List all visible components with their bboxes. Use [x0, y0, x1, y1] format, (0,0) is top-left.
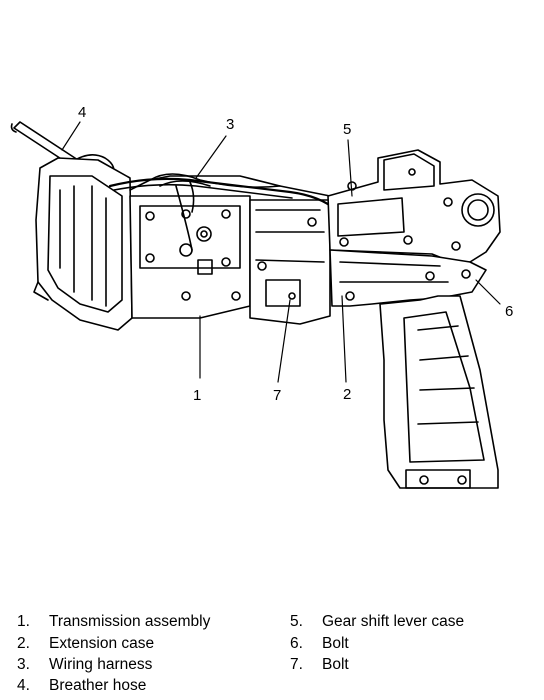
- legend: 1. Transmission assembly 2. Extension case…: [0, 610, 544, 700]
- legend-item-4: 4. Breather hose: [17, 677, 146, 695]
- callout-5: 5: [343, 121, 352, 138]
- gear-shift-lever-case: [327, 149, 501, 263]
- legend-label: Gear shift lever case: [322, 613, 465, 630]
- legend-number: 2.: [17, 635, 30, 652]
- legend-item-3: 3. Wiring harness: [17, 656, 152, 674]
- transmission-drawing: [10, 121, 501, 489]
- legend-number: 1.: [17, 613, 30, 630]
- transmission-body: [129, 173, 331, 325]
- legend-item-7: 7. Bolt: [290, 656, 349, 674]
- wiring-harness: [108, 177, 338, 251]
- legend-label: Bolt: [322, 635, 349, 652]
- legend-label: Transmission assembly: [49, 613, 211, 630]
- callout-4: 4: [78, 104, 87, 121]
- legend-label: Breather hose: [49, 677, 147, 694]
- legend-number: 4.: [17, 677, 30, 694]
- legend-item-5: 5. Gear shift lever case: [290, 613, 464, 631]
- legend-label: Bolt: [322, 656, 349, 673]
- callout-2: 2: [343, 386, 352, 403]
- legend-label: Wiring harness: [49, 656, 153, 673]
- legend-number: 3.: [17, 656, 30, 673]
- leader-lines: [61, 121, 501, 383]
- callout-7: 7: [273, 387, 282, 404]
- legend-item-6: 6. Bolt: [290, 635, 349, 653]
- transmission-diagram: 1 2 3 4 5 6 7: [10, 104, 514, 489]
- callout-1: 1: [193, 387, 202, 404]
- callout-6: 6: [505, 303, 514, 320]
- legend-item-2: 2. Extension case: [17, 635, 154, 653]
- legend-number: 7.: [290, 656, 303, 673]
- rear-support: [379, 295, 499, 489]
- legend-item-1: 1. Transmission assembly: [17, 613, 210, 631]
- callout-3: 3: [226, 116, 235, 133]
- transmission-case: [33, 157, 331, 331]
- legend-label: Extension case: [49, 635, 155, 652]
- legend-number: 6.: [290, 635, 303, 652]
- legend-number: 5.: [290, 613, 303, 630]
